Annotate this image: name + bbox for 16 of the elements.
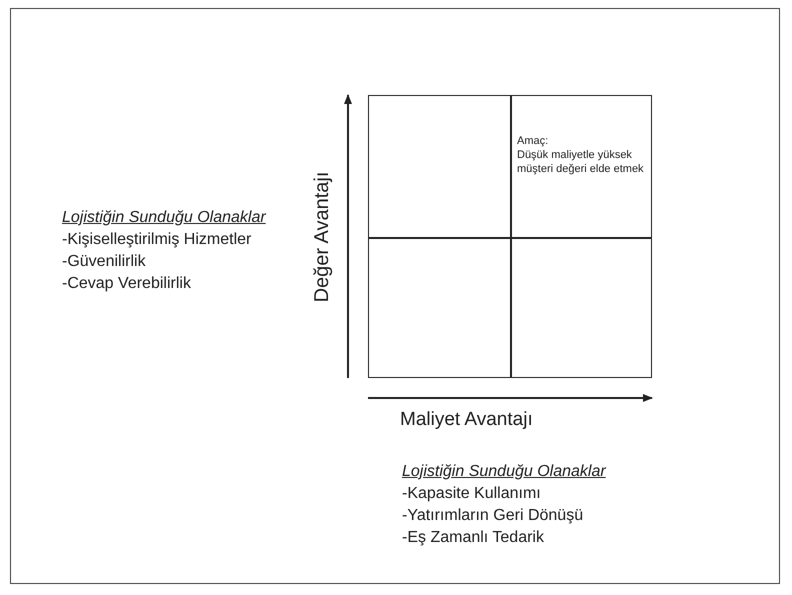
matrix-quadrant <box>510 237 652 378</box>
list-item: -Eş Zamanlı Tedarik <box>402 528 544 548</box>
list-item: -Cevap Verebilirlik <box>62 274 191 294</box>
quadrant-text: Amaç: <box>517 134 550 148</box>
list-item: -Kişiselleştirilmiş Hizmetler <box>62 230 252 250</box>
axis-label: Değer Avantajı <box>310 172 334 302</box>
list-item: -Yatırımların Geri Dönüşü <box>402 506 584 526</box>
list-item: -Güvenilirlik <box>62 252 146 272</box>
list-heading: Lojistiğin Sunduğu Olanaklar <box>402 462 606 482</box>
matrix-quadrant <box>368 237 512 378</box>
list-heading: Lojistiğin Sunduğu Olanaklar <box>62 208 266 228</box>
matrix-quadrant <box>368 95 512 239</box>
matrix-quadrant <box>510 95 652 239</box>
quadrant-text: Düşük maliyetle yüksek müşteri değeri elde etmek <box>517 148 645 176</box>
axis-label: Maliyet Avantajı <box>400 408 533 432</box>
list-item: -Kapasite Kullanımı <box>402 484 541 504</box>
